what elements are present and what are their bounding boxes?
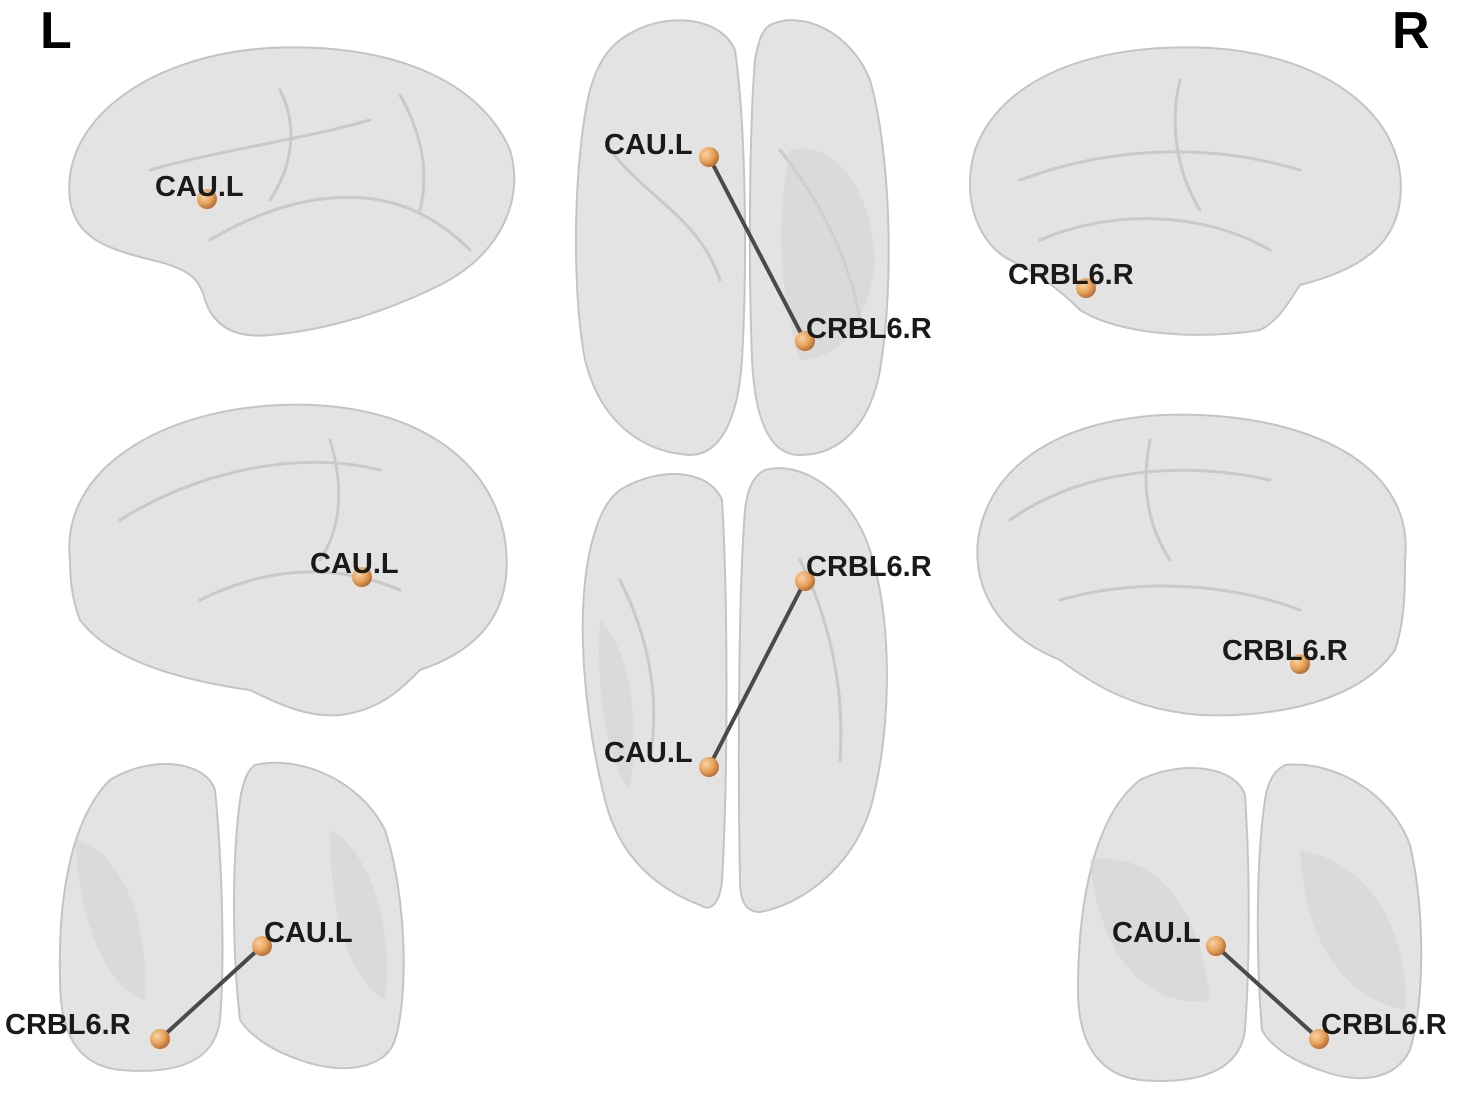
node-label-crbl6-r: CRBL6.R <box>806 551 932 583</box>
node-crbl6-r <box>1290 654 1310 674</box>
left-medial-brain <box>68 403 508 717</box>
node-label-crbl6-r: CRBL6.R <box>1222 635 1348 667</box>
node-cau-l <box>352 567 372 587</box>
node-label-cau-l: CAU.L <box>1112 917 1201 949</box>
node-label-cau-l: CAU.L <box>155 171 244 203</box>
node-cau-l <box>699 147 719 167</box>
left-lateral-brain <box>68 46 516 337</box>
node-label-crbl6-r: CRBL6.R <box>5 1009 131 1041</box>
node-label-cau-l: CAU.L <box>604 737 693 769</box>
right-medial-brain <box>976 413 1407 717</box>
node-label-cau-l: CAU.L <box>310 548 399 580</box>
node-crbl6-r <box>795 331 815 351</box>
right-lateral-brain <box>968 46 1402 336</box>
node-label-crbl6-r: CRBL6.R <box>1008 259 1134 291</box>
edge-cau-l-crbl6-r <box>1214 944 1321 1041</box>
right-medial-view: CRBL6.R <box>976 413 1407 717</box>
dorsal-view: CAU.L CRBL6.R <box>574 19 932 457</box>
node-cau-l <box>699 757 719 777</box>
node-crbl6-r <box>1309 1029 1329 1049</box>
left-hemisphere-label: L <box>40 2 72 60</box>
right-lateral-view: CRBL6.R <box>968 46 1402 336</box>
node-label-crbl6-r: CRBL6.R <box>806 313 932 345</box>
node-cau-l <box>252 936 272 956</box>
edge-cau-l-crbl6-r <box>707 155 807 343</box>
left-medial-view: CAU.L <box>68 403 508 717</box>
node-cau-l <box>197 189 217 209</box>
ventral-left-hemisphere <box>581 473 728 909</box>
node-cau-l <box>1206 936 1226 956</box>
anterior-view: CAU.L CRBL6.R <box>5 761 405 1072</box>
ventral-right-hemisphere <box>737 467 888 914</box>
edge-cau-l-crbl6-r <box>158 944 264 1041</box>
anterior-left-hemisphere <box>58 763 224 1072</box>
ventral-view: CRBL6.R CAU.L <box>581 467 932 914</box>
node-label-cau-l: CAU.L <box>264 917 353 949</box>
node-crbl6-r <box>795 571 815 591</box>
node-label-crbl6-r: CRBL6.R <box>1321 1009 1447 1041</box>
edge-crbl6-r-cau-l <box>707 579 807 769</box>
dorsal-left-hemisphere <box>574 19 747 457</box>
right-hemisphere-label: R <box>1392 2 1430 60</box>
left-lateral-view: CAU.L <box>68 46 516 337</box>
node-crbl6-r <box>150 1029 170 1049</box>
node-label-cau-l: CAU.L <box>604 129 693 161</box>
node-crbl6-r <box>1076 278 1096 298</box>
posterior-view: CAU.L CRBL6.R <box>1076 763 1447 1082</box>
anterior-right-hemisphere <box>233 761 405 1070</box>
